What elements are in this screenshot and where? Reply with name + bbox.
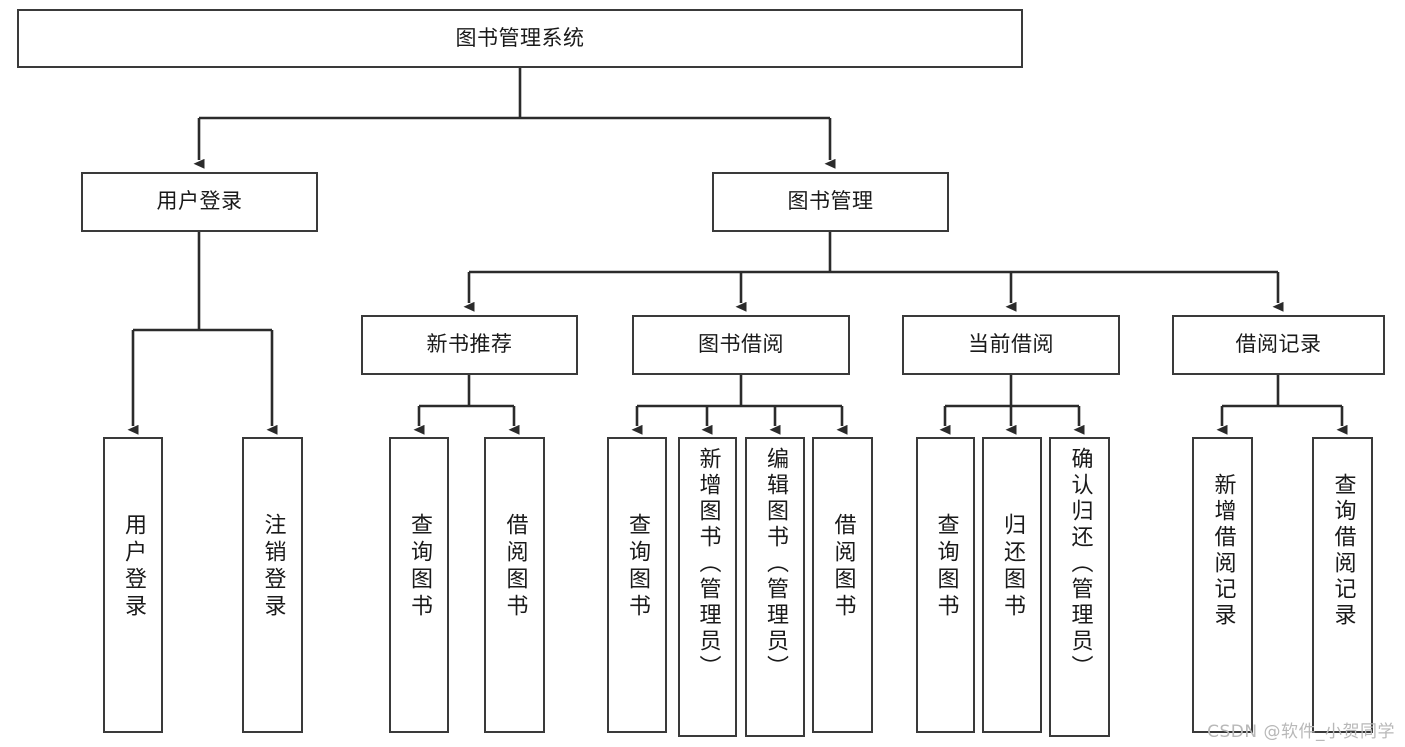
node-borrowing-records-label: 借阅记录	[1235, 332, 1322, 357]
csdn-watermark: CSDN @软件_小贺同学	[1207, 722, 1395, 742]
leaf-add-borrow-record[interactable]: 新增借阅记录	[1192, 437, 1253, 733]
leaf-user-login-label: 用户登录	[121, 513, 146, 621]
node-book-management[interactable]: 图书管理	[712, 172, 949, 232]
node-current-borrowing-label: 当前借阅	[968, 332, 1054, 357]
leaf-query-book-1-label: 查询图书	[407, 513, 432, 621]
leaf-borrow-book-2-label: 借阅图书	[830, 513, 856, 621]
leaf-confirm-return-admin[interactable]: 确认归还（管理员）	[1049, 437, 1110, 737]
node-borrowing-records[interactable]: 借阅记录	[1172, 315, 1385, 375]
leaf-borrow-book-2[interactable]: 借阅图书	[812, 437, 873, 733]
node-book-borrowing[interactable]: 图书借阅	[632, 315, 850, 375]
leaf-return-book[interactable]: 归还图书	[982, 437, 1042, 733]
root-node-label: 图书管理系统	[455, 25, 585, 50]
node-user-login[interactable]: 用户登录	[81, 172, 318, 232]
leaf-borrow-book-1-label: 借阅图书	[502, 513, 528, 621]
leaf-return-book-label: 归还图书	[1000, 513, 1025, 621]
leaf-add-book-admin[interactable]: 新增图书（管理员）	[678, 437, 737, 737]
node-new-book-recommendation[interactable]: 新书推荐	[361, 315, 578, 375]
leaf-query-book-3[interactable]: 查询图书	[916, 437, 975, 733]
leaf-edit-book-admin[interactable]: 编辑图书（管理员）	[745, 437, 805, 737]
leaf-add-book-admin-label: 新增图书（管理员）	[695, 447, 721, 681]
leaf-logout[interactable]: 注销登录	[242, 437, 303, 733]
leaf-user-login[interactable]: 用户登录	[103, 437, 163, 733]
node-book-borrowing-label: 图书借阅	[698, 332, 784, 357]
leaf-add-borrow-record-label: 新增借阅记录	[1210, 473, 1236, 629]
leaf-query-book-2[interactable]: 查询图书	[607, 437, 667, 733]
leaf-query-borrow-record-label: 查询借阅记录	[1330, 473, 1356, 629]
root-node-library-management-system[interactable]: 图书管理系统	[17, 9, 1023, 68]
node-current-borrowing[interactable]: 当前借阅	[902, 315, 1120, 375]
node-new-book-recommendation-label: 新书推荐	[426, 332, 513, 357]
node-user-login-label: 用户登录	[156, 189, 243, 214]
node-book-management-label: 图书管理	[787, 189, 874, 214]
leaf-borrow-book-1[interactable]: 借阅图书	[484, 437, 545, 733]
leaf-edit-book-admin-label: 编辑图书（管理员）	[763, 447, 788, 681]
leaf-query-borrow-record[interactable]: 查询借阅记录	[1312, 437, 1373, 733]
leaf-query-book-1[interactable]: 查询图书	[389, 437, 449, 733]
leaf-confirm-return-admin-label: 确认归还（管理员）	[1067, 447, 1093, 681]
leaf-query-book-3-label: 查询图书	[933, 513, 959, 621]
leaf-logout-label: 注销登录	[260, 513, 286, 621]
leaf-query-book-2-label: 查询图书	[625, 513, 650, 621]
